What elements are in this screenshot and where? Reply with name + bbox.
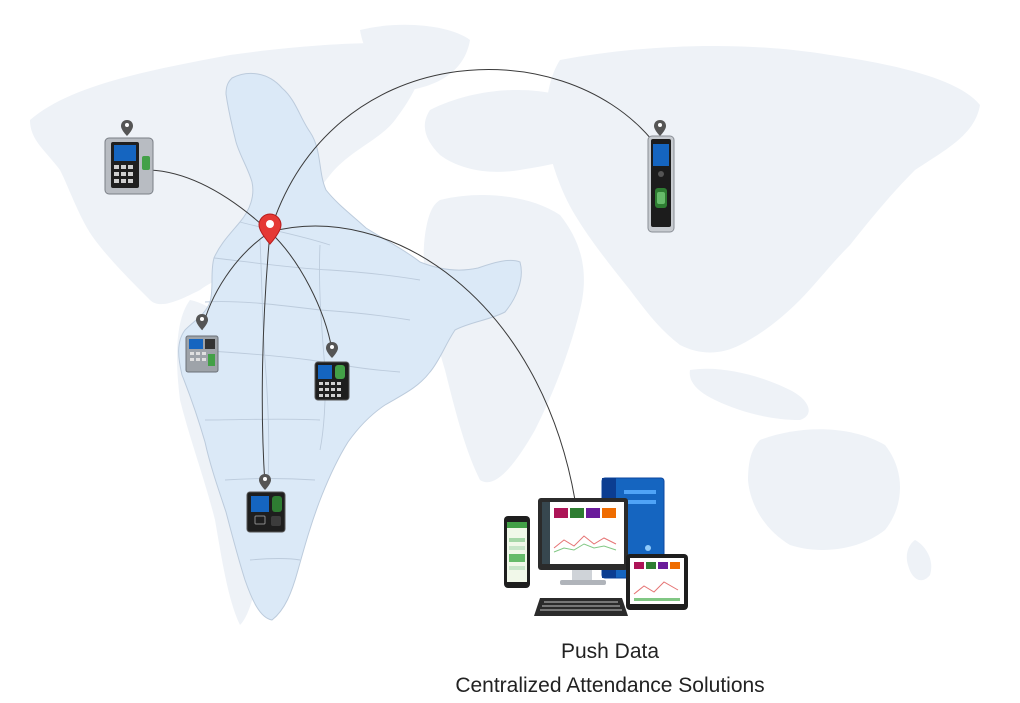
location-pin-icon — [326, 342, 338, 358]
connector-lines — [149, 68, 653, 501]
connector-hub-to-central — [269, 231, 333, 351]
caption-centralized-attendance: Centralized Attendance Solutions — [455, 674, 765, 697]
device-terminal-northwest[interactable] — [104, 120, 154, 195]
connector-hub-to-far-east — [269, 68, 653, 233]
device-terminal-far-east[interactable] — [647, 120, 675, 233]
tablet-icon — [626, 554, 688, 610]
connector-hub-to-south — [261, 231, 271, 486]
location-pin-icon — [196, 314, 208, 330]
location-pin-icon — [654, 120, 666, 136]
mobile-phone-icon — [504, 516, 530, 588]
north-america-landmass — [30, 43, 423, 305]
device-terminal-south[interactable] — [246, 474, 286, 533]
desktop-monitor-icon — [538, 498, 628, 585]
keyboard-icon — [534, 598, 628, 616]
connector-hub-to-server — [269, 225, 576, 501]
hub-pin-icon[interactable] — [258, 213, 282, 245]
device-terminal-gujarat[interactable] — [185, 314, 219, 373]
new-zealand-landmass — [906, 540, 932, 581]
africa-landmass — [423, 195, 584, 483]
location-pin-icon — [121, 120, 133, 136]
asia-landmass — [545, 45, 980, 353]
central-server-workstation[interactable] — [504, 477, 688, 616]
device-terminal-central[interactable] — [314, 342, 350, 401]
australia-landmass — [748, 429, 900, 550]
world-map — [30, 24, 980, 625]
location-pin-icon — [259, 474, 271, 490]
connector-hub-to-northwest — [149, 169, 271, 233]
india-state-borders — [189, 221, 421, 561]
caption-push-data: Push Data — [560, 640, 660, 663]
southeast-asia-islands — [689, 368, 809, 420]
